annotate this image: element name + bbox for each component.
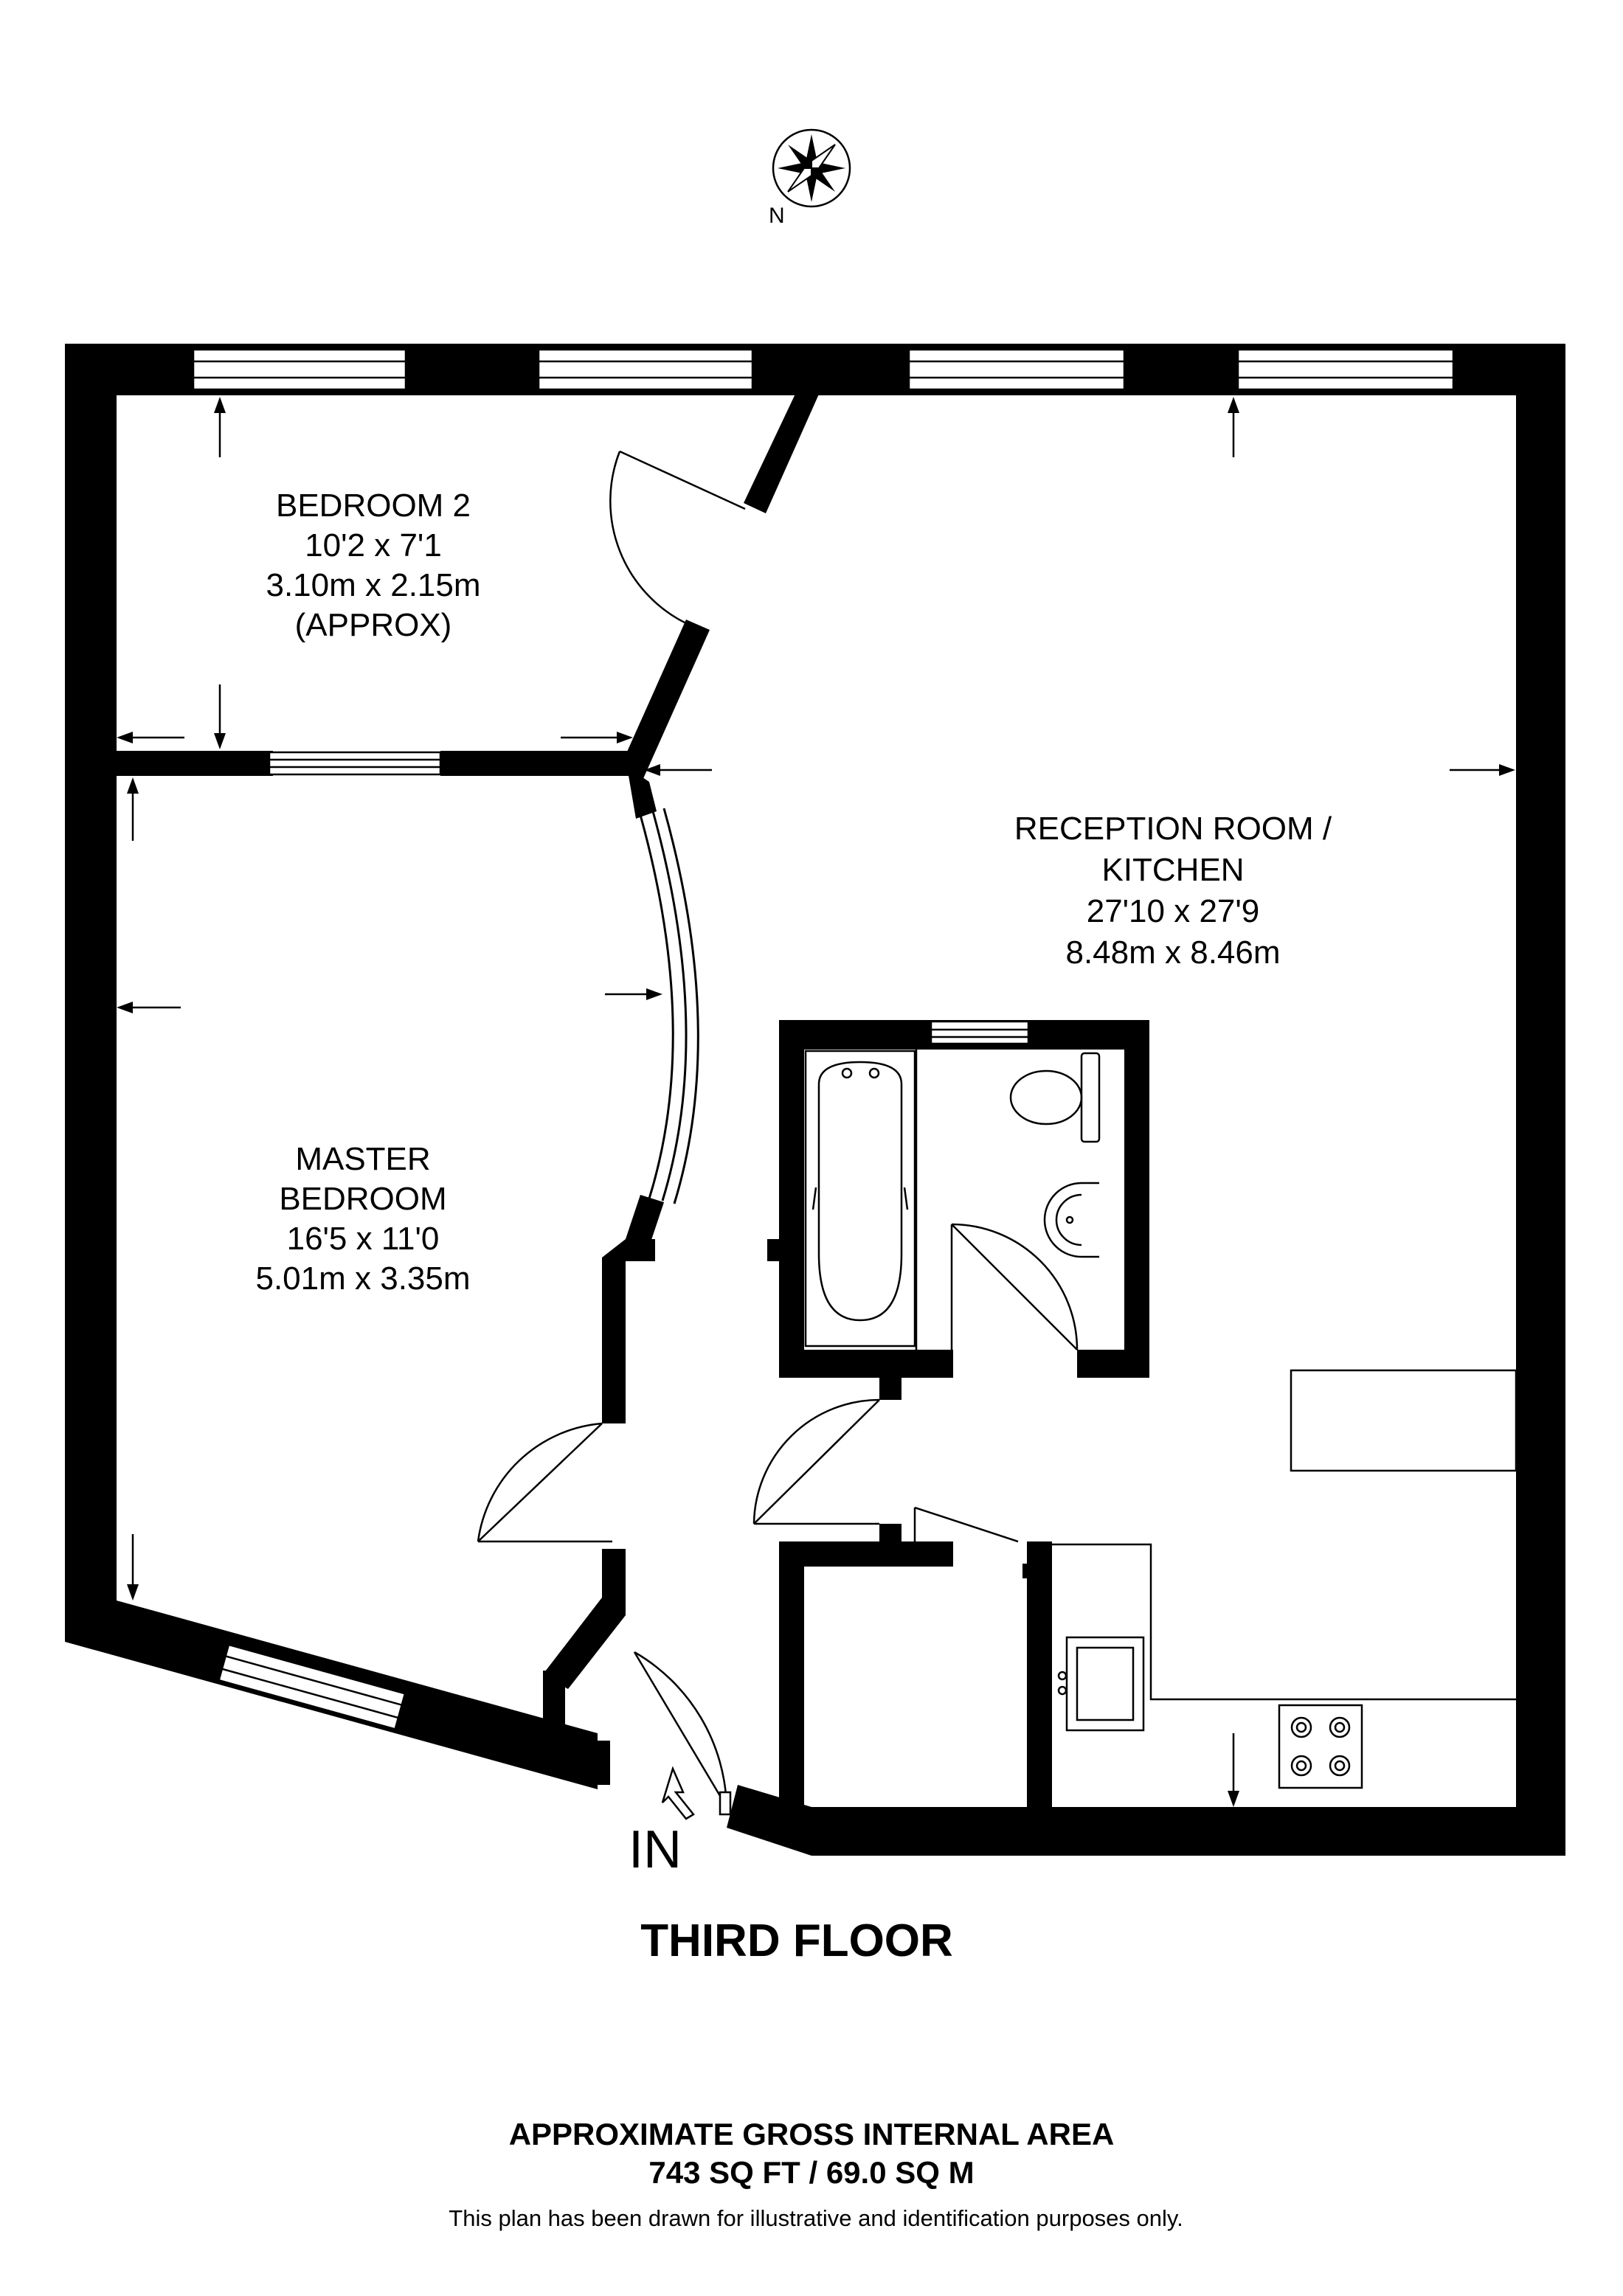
master-name-line2: BEDROOM [279, 1181, 446, 1217]
bedroom2-angled-walls [618, 391, 820, 819]
kitchen-units [1052, 1369, 1518, 1732]
disclaimer-text: This plan has been drawn for illustrativ… [449, 2205, 1183, 2231]
top-windows [192, 348, 1455, 391]
store-walls [779, 1524, 1052, 1807]
master-bedroom-door [477, 1422, 612, 1543]
toilet-icon [1009, 1052, 1101, 1143]
bedroom2-note: (APPROX) [295, 607, 452, 643]
master-bedroom-label: MASTER BEDROOM 16'5 x 11'0 5.01m x 3.35m [255, 1141, 470, 1297]
reception-name-line2: KITCHEN [1101, 852, 1244, 888]
curved-glass-wall [626, 808, 699, 1246]
basin-icon [1043, 1182, 1099, 1258]
bathroom-partition [915, 1050, 1079, 1350]
master-name-line1: MASTER [295, 1141, 430, 1177]
inner-hall-door [752, 1398, 880, 1525]
bedroom2-label: BEDROOM 2 10'2 x 7'1 3.10m x 2.15m (APPR… [266, 488, 480, 643]
master-imperial: 16'5 x 11'0 [287, 1221, 440, 1257]
bathroom-walls [767, 1020, 1149, 1400]
hob-icon [1278, 1704, 1363, 1789]
bedroom-divider-wall [117, 751, 636, 776]
reception-name-line1: RECEPTION ROOM / [1014, 811, 1332, 847]
entrance-label: IN [629, 1820, 682, 1879]
dimension-arrows [117, 397, 1515, 1807]
hallway-walls [543, 1239, 655, 1730]
bedroom2-metric: 3.10m x 2.15m [266, 567, 480, 603]
entrance-arrow-icon [661, 1766, 695, 1820]
floor-title: THIRD FLOOR [640, 1915, 953, 1966]
bedroom2-name: BEDROOM 2 [276, 488, 471, 524]
bottom-left-window [218, 1643, 406, 1730]
bedroom2-door [609, 450, 746, 625]
reception-metric: 8.48m x 8.46m [1065, 934, 1280, 971]
reception-label: RECEPTION ROOM / KITCHEN 27'10 x 27'9 8.… [1014, 811, 1332, 971]
bathtub-icon [804, 1050, 916, 1348]
store-door [913, 1506, 1019, 1564]
compass-north-label: N [769, 204, 785, 228]
entrance-door [594, 1651, 732, 1816]
compass-icon [772, 128, 851, 208]
bedroom2-imperial: 10'2 x 7'1 [305, 527, 442, 563]
master-metric: 5.01m x 3.35m [255, 1260, 470, 1297]
reception-imperial: 27'10 x 27'9 [1087, 893, 1260, 929]
area-heading: APPROXIMATE GROSS INTERNAL AREA [509, 2117, 1115, 2151]
area-value: 743 SQ FT / 69.0 SQ M [648, 2155, 974, 2190]
